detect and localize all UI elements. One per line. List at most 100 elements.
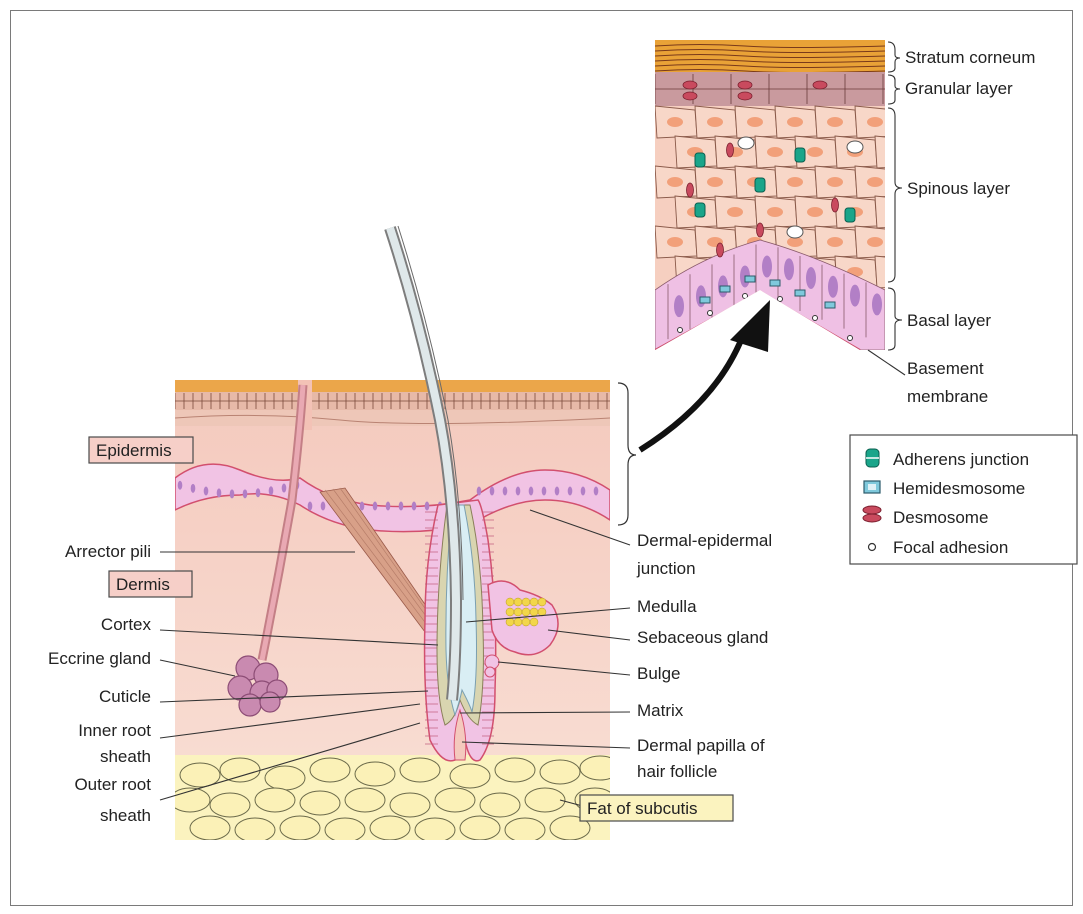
spinous-nucleus	[867, 177, 883, 187]
sebaceous-gland-label: Sebaceous gland	[637, 628, 768, 647]
desmosome	[738, 81, 752, 89]
basal-layer-label: Basal layer	[907, 311, 991, 330]
fat-cell	[370, 816, 410, 840]
fat-cell	[220, 758, 260, 782]
basal-cell-nucleus	[282, 484, 287, 493]
focal-adhesion	[743, 294, 748, 299]
fat-cell	[460, 816, 500, 840]
fat-cell	[435, 788, 475, 812]
adherens-junction	[795, 148, 805, 162]
granular-layer-label: Granular layer	[905, 79, 1013, 98]
spinous-nucleus	[807, 207, 823, 217]
dej-label-1: Dermal-epidermal	[637, 531, 772, 550]
leader-basement-membrane	[868, 350, 905, 375]
junction-gap	[738, 137, 754, 149]
focal-adhesion	[778, 297, 783, 302]
desmosome	[683, 81, 697, 89]
legend-label-desmosome: Desmosome	[893, 508, 988, 527]
basal-cell-nucleus	[386, 502, 391, 511]
spinous-nucleus	[867, 117, 883, 127]
sebum-droplet	[506, 608, 514, 616]
desmosome	[832, 198, 839, 212]
spinous-cell	[875, 136, 917, 168]
hemidesmosome	[795, 290, 805, 296]
fat-cell	[190, 816, 230, 840]
fat-cell	[310, 758, 350, 782]
inset-brackets	[888, 42, 902, 350]
basal-cell-nucleus	[269, 486, 274, 495]
basal-cell-nucleus	[256, 488, 261, 497]
junction-gap	[847, 141, 863, 153]
outer-root-sheath-label-1: Outer root	[74, 775, 151, 794]
desmosome	[683, 92, 697, 100]
fat-cell	[400, 758, 440, 782]
dermis-label: Dermis	[116, 575, 170, 594]
spinous-nucleus	[827, 237, 843, 247]
spinous-nucleus	[767, 207, 783, 217]
hemidesmosome	[770, 280, 780, 286]
fat-cell	[450, 764, 490, 788]
hemidesmosome-icon	[864, 481, 880, 493]
focal-adhesion	[708, 311, 713, 316]
hemidesmosome	[825, 302, 835, 308]
cuticle-label: Cuticle	[99, 687, 151, 706]
sebum-droplet	[514, 598, 522, 606]
sebum-droplet	[522, 618, 530, 626]
spinous-nucleus	[667, 237, 683, 247]
basal-cell-nucleus	[872, 293, 882, 315]
fat-cell	[540, 760, 580, 784]
matrix-label: Matrix	[637, 701, 684, 720]
basal-cell-nucleus	[191, 484, 196, 493]
basal-cell-nucleus	[399, 502, 404, 511]
dej-label-2: junction	[636, 559, 696, 578]
bulge-label: Bulge	[637, 664, 680, 683]
fat-cell	[355, 762, 395, 786]
desmosome	[727, 143, 734, 157]
cortex-label: Cortex	[101, 615, 152, 634]
basal-cell-nucleus	[762, 256, 772, 278]
outer-root-sheath-label-2: sheath	[100, 806, 151, 825]
hemidesmosome	[720, 286, 730, 292]
fat-cell	[580, 756, 620, 780]
fat-cell	[280, 816, 320, 840]
adherens-junction	[695, 203, 705, 217]
basal-cell-nucleus	[204, 486, 209, 495]
fat-cell	[180, 763, 220, 787]
fat-cell	[390, 793, 430, 817]
spinous-nucleus	[727, 207, 743, 217]
fat-cell	[505, 818, 545, 842]
legend-label-focal-adhesion: Focal adhesion	[893, 538, 1008, 557]
flattened-cells	[175, 410, 610, 426]
eccrine-gland-label: Eccrine gland	[48, 649, 151, 668]
basal-cell-nucleus	[594, 487, 599, 496]
sebum-droplet	[522, 608, 530, 616]
basal-cell-nucleus	[850, 285, 860, 307]
fat-label: Fat of subcutis	[587, 799, 698, 818]
hemidesmosome	[745, 276, 755, 282]
basal-cell-nucleus	[425, 502, 430, 511]
basal-cell-nucleus	[308, 502, 313, 511]
fat-cell	[325, 818, 365, 842]
fat-cell	[235, 818, 275, 842]
basal-cell-nucleus	[555, 487, 560, 496]
sebum-droplet	[530, 608, 538, 616]
legend-label-hemidesmosome: Hemidesmosome	[893, 479, 1025, 498]
spinous-nucleus	[747, 117, 763, 127]
spinous-nucleus	[667, 177, 683, 187]
basal-cell-nucleus	[217, 488, 222, 497]
basal-cell-nucleus	[806, 267, 816, 289]
basal-cell-nucleus	[490, 487, 495, 496]
basal-cell-nucleus	[516, 487, 521, 496]
sebum-droplet	[530, 618, 538, 626]
spinous-nucleus	[827, 117, 843, 127]
basal-cell-nucleus	[542, 487, 547, 496]
basal-cell-nucleus	[373, 502, 378, 511]
junction-gap	[787, 226, 803, 238]
basal-cell-nucleus	[784, 258, 794, 280]
spinous-nucleus	[827, 177, 843, 187]
spinous-nucleus	[807, 147, 823, 157]
fat-cell	[480, 793, 520, 817]
fat-cell	[255, 788, 295, 812]
adherens-junction-icon	[866, 449, 879, 467]
